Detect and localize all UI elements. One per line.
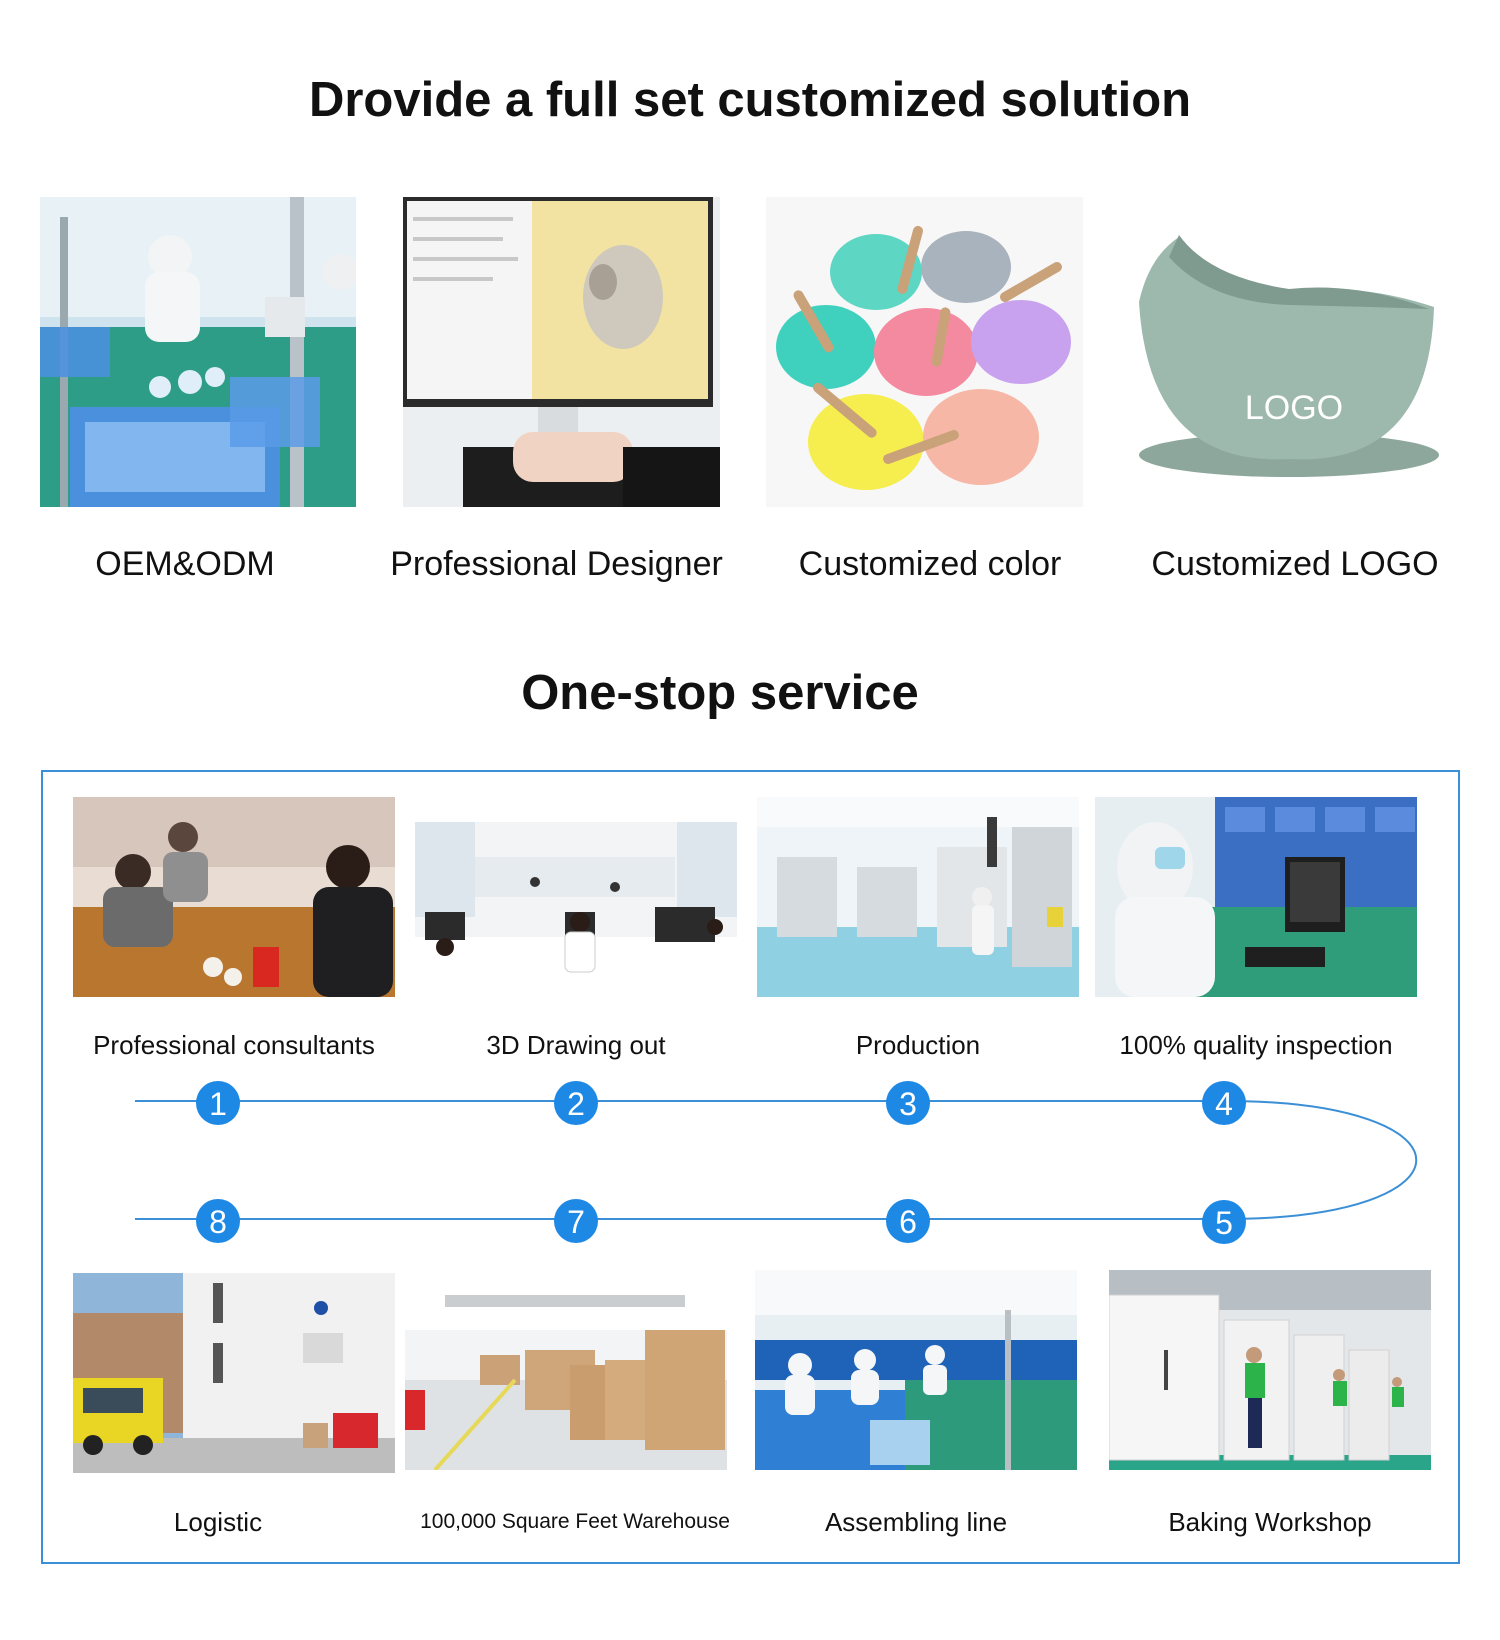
office-photo (415, 797, 737, 997)
quality-inspection-photo (1095, 797, 1417, 997)
service-title: One-stop service (521, 666, 919, 720)
solution-label-oem: OEM&ODM (95, 545, 275, 583)
solution-label-designer: Professional Designer (390, 545, 723, 583)
warehouse-photo (405, 1270, 727, 1470)
factory-workers-photo (40, 197, 356, 507)
solution-label-logo: Customized LOGO (1151, 545, 1439, 583)
consultants-photo (73, 797, 395, 997)
designer-computer-photo (403, 197, 720, 507)
service-panel (41, 770, 1460, 1564)
step-5-label: Baking Workshop (1168, 1507, 1372, 1537)
logistic-photo (73, 1273, 395, 1473)
production-photo (757, 797, 1079, 997)
step-6-label: Assembling line (824, 1507, 1008, 1537)
step-1-label: Professional consultants (93, 1030, 375, 1060)
step-2-label: 3D Drawing out (486, 1030, 666, 1060)
step-8-label: Logistic (173, 1507, 263, 1537)
logo-bowl-photo: LOGO (1129, 197, 1446, 507)
assembling-line-photo (755, 1270, 1077, 1470)
step-4-label: 100% quality inspection (1119, 1030, 1393, 1060)
step-7-label: 100,000 Square Feet Warehouse (420, 1510, 730, 1533)
colorful-bowls-photo (766, 197, 1083, 507)
step-3-label: Production (855, 1030, 981, 1060)
baking-workshop-photo (1109, 1270, 1431, 1470)
logo-text: LOGO (1245, 389, 1343, 427)
solution-label-color: Customized color (798, 545, 1062, 583)
solution-title: Drovide a full set customized solution (308, 73, 1192, 127)
